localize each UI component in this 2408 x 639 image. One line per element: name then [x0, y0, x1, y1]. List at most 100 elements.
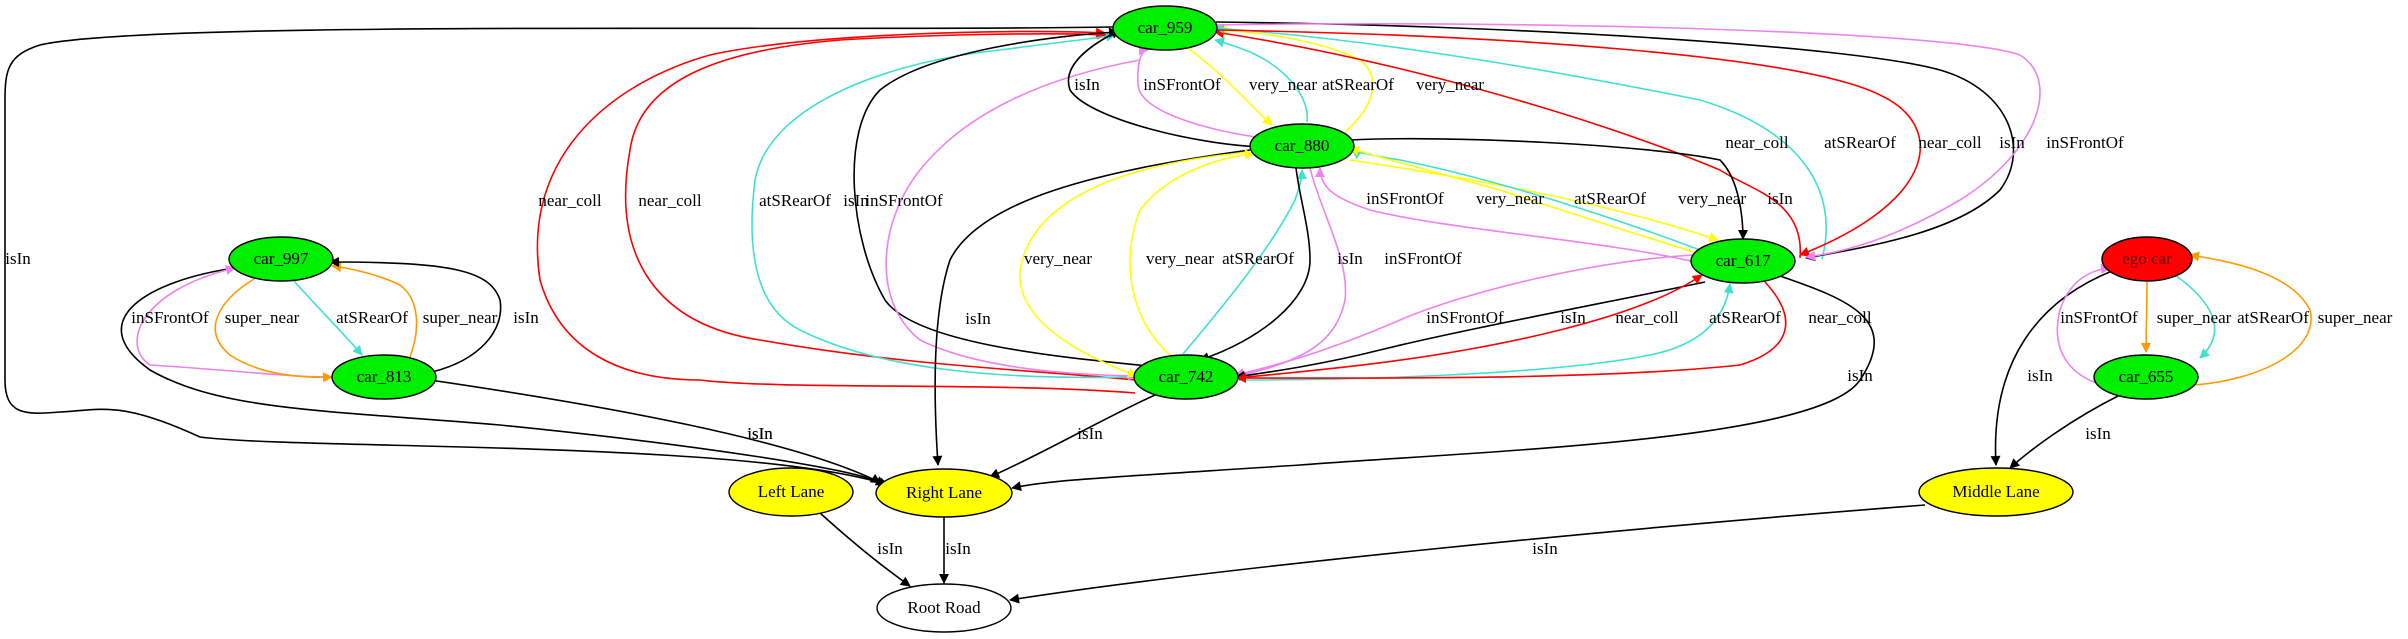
edge-label-near_coll: near_coll — [538, 191, 602, 210]
edge-isIn-car_742-to-car_959 — [853, 27, 1187, 371]
node-ellipse — [728, 467, 854, 517]
nodes-layer: car_959 car_880 car_617 car_997 car_813 car_7… — [228, 5, 2199, 633]
edge-isIn-car_813-to-right_lane — [429, 379, 886, 486]
edge-very_near-car_617-to-car_880 — [1349, 146, 1701, 255]
edge-label-inSFrontOf: inSFrontOf — [1143, 75, 1221, 94]
node-car-997: car_997 — [228, 236, 334, 282]
edge-super_near-car_655-to-ego_car — [2189, 251, 2312, 386]
node-label: car_997 — [254, 249, 309, 268]
edge-very_near-car_959-to-car_880 — [1187, 47, 1273, 126]
edge-label-atSRearOf: atSRearOf — [1222, 249, 1294, 268]
node-right-lane: Right Lane — [875, 468, 1013, 518]
node-label: car_880 — [1275, 136, 1330, 155]
edge-labels-layer: isIn near_coll near_coll atSRearOf isIn inSFr… — [5, 75, 2392, 558]
edge-label-isIn: isIn — [2085, 424, 2111, 443]
edge-label-isIn: isIn — [1560, 308, 1586, 327]
edge-label-inSFrontOf: inSFrontOf — [2046, 133, 2124, 152]
edge-label-near_coll: near_coll — [1918, 133, 1982, 152]
node-ellipse — [1690, 238, 1796, 284]
node-ego-car: ego car — [2101, 236, 2193, 282]
node-ellipse — [331, 354, 437, 400]
node-label: car_959 — [1138, 18, 1193, 37]
edge-label-near_coll: near_coll — [1615, 308, 1679, 327]
edge-label-very_near: very_near — [1678, 189, 1746, 208]
node-label: car_655 — [2119, 367, 2174, 386]
edge-label-isIn: isIn — [747, 424, 773, 443]
edge-super_near-car_997-to-car_813 — [214, 278, 333, 383]
node-label: car_617 — [1716, 251, 1771, 270]
edge-very_near-car_742-to-car_880 — [1129, 149, 1255, 356]
edge-atSRearOf-car_617-to-car_959 — [1214, 23, 1827, 260]
edge-label-inSFrontOf: inSFrontOf — [131, 308, 209, 327]
edge-inSFrontOf-car_617-to-car_742 — [1234, 254, 1696, 378]
node-ellipse — [2093, 354, 2199, 400]
edge-label-inSFrontOf: inSFrontOf — [1366, 189, 1444, 208]
edge-isIn-car_742-to-right_lane — [989, 394, 1156, 478]
edge-label-isIn: isIn — [513, 308, 539, 327]
node-left-lane: Left Lane — [728, 467, 854, 517]
edge-label-atSRearOf: atSRearOf — [2237, 308, 2309, 327]
node-car-813: car_813 — [331, 354, 437, 400]
edge-label-isIn: isIn — [2027, 366, 2053, 385]
edge-label-inSFrontOf: inSFrontOf — [865, 191, 943, 210]
edge-label-isIn: isIn — [1999, 133, 2025, 152]
node-ellipse — [876, 583, 1012, 633]
edge-isIn-car_880-to-car_742 — [1199, 167, 1311, 362]
node-label: car_813 — [357, 367, 412, 386]
edge-label-isIn: isIn — [1077, 424, 1103, 443]
edge-label-atSRearOf: atSRearOf — [1709, 308, 1781, 327]
edge-label-isIn: isIn — [1337, 249, 1363, 268]
edge-label-near_coll: near_coll — [638, 191, 702, 210]
edge-inSFrontOf-car_959-to-car_617 — [1215, 22, 2041, 261]
edge-isIn-car_655-to-middle_lane — [2009, 394, 2121, 469]
edge-label-very_near: very_near — [1416, 75, 1484, 94]
edge-isIn-car_813-to-car_997 — [329, 257, 502, 373]
edge-label-super_near: super_near — [225, 308, 300, 327]
edge-isIn-car_880-to-car_617 — [1349, 137, 1748, 240]
edge-super_near-ego_car-to-car_655 — [2141, 281, 2152, 353]
edge-label-isIn: isIn — [5, 249, 31, 268]
edge-label-atSRearOf: atSRearOf — [1322, 75, 1394, 94]
node-label: car_742 — [1159, 367, 1214, 386]
edge-label-super_near: super_near — [2318, 308, 2393, 327]
edge-inSFrontOf-car_880-to-car_959 — [1137, 45, 1271, 140]
node-label: ego car — [2122, 249, 2172, 268]
node-label: Root Road — [907, 598, 981, 617]
edge-inSFrontOf-car_655-to-ego_car — [2056, 263, 2111, 385]
edge-atSRearOf-car_617-to-car_880 — [1351, 149, 1701, 251]
edge-atSRearOf-car_742-to-car_617 — [1235, 283, 1734, 381]
edge-very_near-car_880-to-car_742 — [1019, 151, 1253, 378]
edge-super_near-car_813-to-car_997 — [331, 262, 418, 358]
edge-isIn-car_997-to-right_lane — [120, 267, 881, 484]
node-middle-lane: Middle Lane — [1918, 467, 2074, 517]
edge-label-isIn: isIn — [1847, 366, 1873, 385]
edge-isIn-car_880-to-right_lane — [932, 149, 1251, 466]
edge-inSFrontOf-car_617-to-car_880 — [1315, 167, 1696, 263]
node-ellipse — [875, 468, 1013, 518]
edge-label-very_near: very_near — [1476, 189, 1544, 208]
edge-label-atSRearOf: atSRearOf — [1574, 189, 1646, 208]
node-car-880: car_880 — [1249, 123, 1355, 169]
edge-atSRearOf-car_742-to-car_880 — [1182, 169, 1307, 355]
edge-isIn-car_959-to-car_617 — [1215, 21, 2015, 262]
edge-near_coll-car_617-to-car_959 — [1214, 28, 1801, 259]
node-car-655: car_655 — [2093, 354, 2199, 400]
edge-label-atSRearOf: atSRearOf — [336, 308, 408, 327]
edge-label-isIn: isIn — [945, 539, 971, 558]
edge-isIn-left_lane-to-root_road — [819, 512, 911, 587]
edge-label-atSRearOf: atSRearOf — [1824, 133, 1896, 152]
node-label: Middle Lane — [1952, 482, 2039, 501]
edge-near_coll-car_959-to-car_617 — [1215, 29, 1922, 257]
edge-isIn-car_617-to-right_lane — [1011, 275, 1875, 492]
edge-label-isIn: isIn — [965, 309, 991, 328]
edge-label-inSFrontOf: inSFrontOf — [1426, 308, 1504, 327]
edge-label-super_near: super_near — [2157, 308, 2232, 327]
edge-label-very_near: very_near — [1249, 75, 1317, 94]
edge-label-isIn: isIn — [1074, 75, 1100, 94]
edge-isIn-car_959-to-right_lane — [4, 26, 1114, 487]
edge-label-very_near: very_near — [1024, 249, 1092, 268]
edge-near_coll-car_617-to-car_742 — [1236, 281, 1787, 384]
node-root-road: Root Road — [876, 583, 1012, 633]
edge-label-inSFrontOf: inSFrontOf — [1384, 249, 1462, 268]
